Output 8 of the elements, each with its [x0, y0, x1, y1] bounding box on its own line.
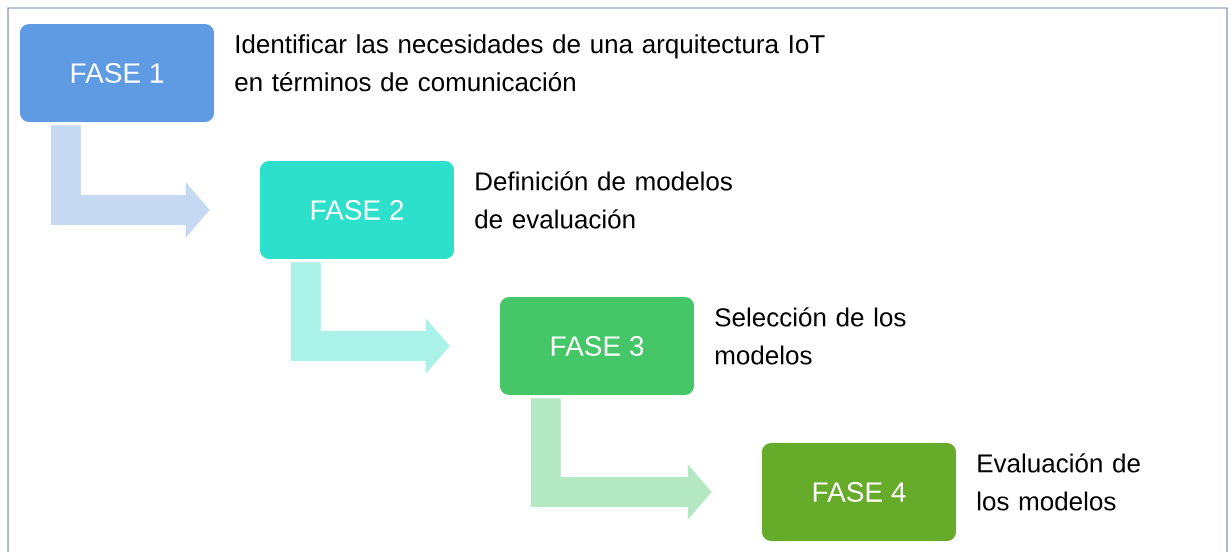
phase-box: FASE 2	[260, 161, 454, 259]
description-text: Definición de modelos de evaluación	[475, 171, 732, 229]
description-text: Selección de los modelos	[715, 307, 906, 365]
description-text: Identificar las necesidades de una arquitectura IoT en términos de comunicación	[235, 34, 825, 92]
description-text: Evaluación de los modelos	[977, 453, 1140, 511]
phase-box: FASE 1	[20, 24, 214, 122]
phase-box: FASE 3	[500, 297, 694, 395]
phase-box: FASE 4	[762, 443, 956, 541]
